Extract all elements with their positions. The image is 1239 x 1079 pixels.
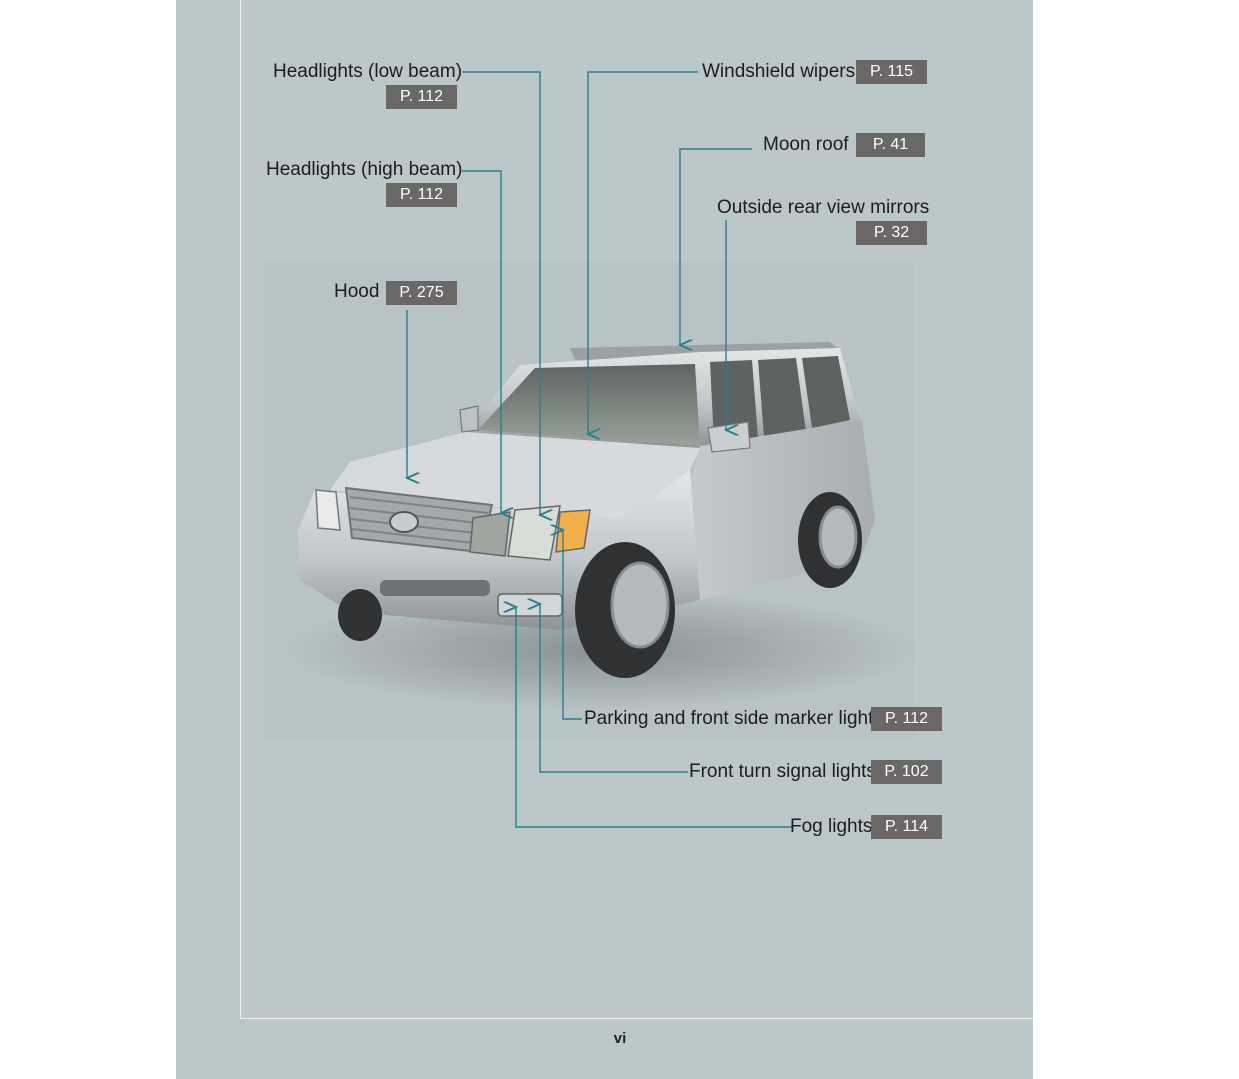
callout-headlights-low-page[interactable]: P. 112 <box>386 85 457 109</box>
roof-rail <box>570 342 842 360</box>
callout-parking-lights-label: Parking and front side marker lights <box>584 708 883 729</box>
page-frame-vertical-rule <box>240 0 241 1018</box>
callout-outside-mirrors-page[interactable]: P. 32 <box>856 221 927 245</box>
callout-headlights-low-label: Headlights (low beam) <box>273 61 463 82</box>
headlight-left <box>315 489 341 531</box>
side-window-quarter <box>802 356 850 428</box>
mirror-right <box>707 421 751 453</box>
callout-moon-roof-page[interactable]: P. 41 <box>856 133 925 157</box>
page-number: vi <box>613 1030 627 1047</box>
headlight-right-outer <box>469 511 511 557</box>
leader-windshield-wipers <box>588 71 698 434</box>
emblem <box>389 511 419 533</box>
leader-fog-lights <box>516 607 792 828</box>
rear-rim <box>818 505 858 569</box>
callout-windshield-wipers-page[interactable]: P. 115 <box>856 60 927 84</box>
leader-parking-lights <box>563 530 582 720</box>
callout-parking-lights-page[interactable]: P. 112 <box>871 707 942 731</box>
callout-windshield-wipers-label: Windshield wipers <box>702 61 856 82</box>
leader-headlights-low <box>462 71 540 515</box>
fog-light-housing <box>497 593 563 617</box>
leader-moon-roof <box>680 148 752 345</box>
lower-air-intake <box>380 580 490 596</box>
callout-fog-lights-label: Fog lights <box>790 816 873 837</box>
callout-hood-label: Hood <box>334 281 380 302</box>
front-rim <box>610 561 670 649</box>
front-left-tire <box>338 589 382 641</box>
amber-lamp <box>555 509 591 553</box>
callout-moon-roof-label: Moon roof <box>763 134 849 155</box>
windshield-glass <box>478 364 700 446</box>
callout-turn-signal-label: Front turn signal lights <box>689 761 876 782</box>
side-window-rear <box>758 358 806 437</box>
page-frame-horizontal-rule <box>240 1018 1033 1019</box>
leader-headlights-high <box>462 170 501 513</box>
headlight-right-inner <box>507 505 561 561</box>
leader-turn-signal <box>540 604 688 773</box>
callout-hood-page[interactable]: P. 275 <box>386 281 457 305</box>
mirror-left <box>459 405 479 433</box>
callout-headlights-high-label: Headlights (high beam) <box>266 159 463 180</box>
callout-fog-lights-page[interactable]: P. 114 <box>871 815 942 839</box>
callout-outside-mirrors-label: Outside rear view mirrors <box>717 197 930 218</box>
callout-turn-signal-page[interactable]: P. 102 <box>871 760 942 784</box>
callout-headlights-high-page[interactable]: P. 112 <box>386 183 457 207</box>
